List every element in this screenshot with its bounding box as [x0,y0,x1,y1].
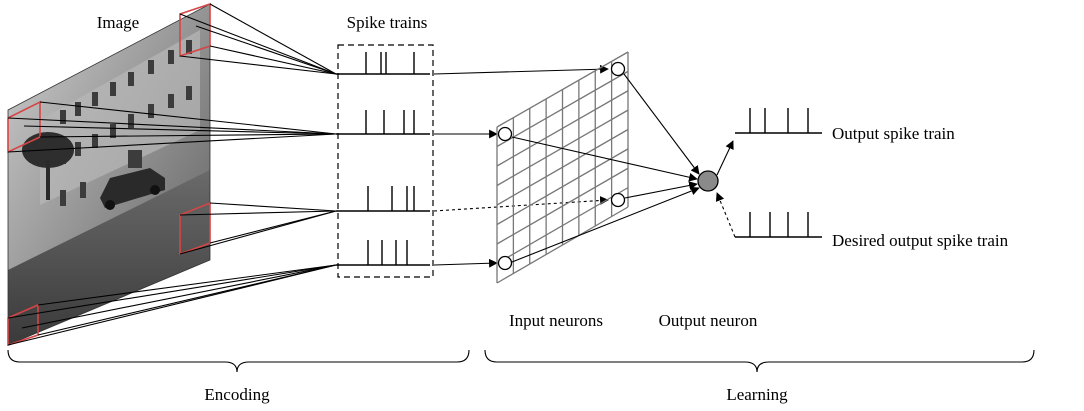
street-image [7,3,211,346]
spike-trains-box [337,44,434,278]
encoding-fan-lines [7,3,337,346]
desired-output-spike-train [735,212,822,238]
learning-brace [484,349,1035,373]
grid-line [496,167,629,245]
input-neuron [497,255,513,271]
output-neuron [697,170,719,192]
output-spike-train-label: Output spike train [832,124,955,143]
grid-line [496,206,629,284]
spike-train-3 [336,186,430,212]
output-neuron-label: Output neuron [659,311,758,330]
grid-line [496,187,629,265]
grid-line [496,128,629,206]
learning-label: Learning [726,385,788,404]
grid-line [496,148,629,226]
input-neurons [497,61,626,271]
image-label: Image [97,13,139,32]
input-neuron-grid [496,51,629,284]
input-neurons-label: Input neurons [509,311,603,330]
synapse-arrows [511,73,700,263]
desired-output-spike-train-label: Desired output spike train [832,231,1009,250]
spike-train-2 [336,110,430,135]
spike-trains-label: Spike trains [347,13,428,32]
output-arrow [716,140,734,176]
spike-train-1 [336,52,430,75]
spike-train-4 [336,240,430,266]
input-neuron [610,192,626,208]
encoding-label: Encoding [204,385,270,404]
output-spike-train [735,108,822,134]
encoding-brace [7,349,470,373]
input-neuron [497,126,513,142]
input-neuron [610,61,626,77]
desired-feedback-arrow [715,192,736,238]
